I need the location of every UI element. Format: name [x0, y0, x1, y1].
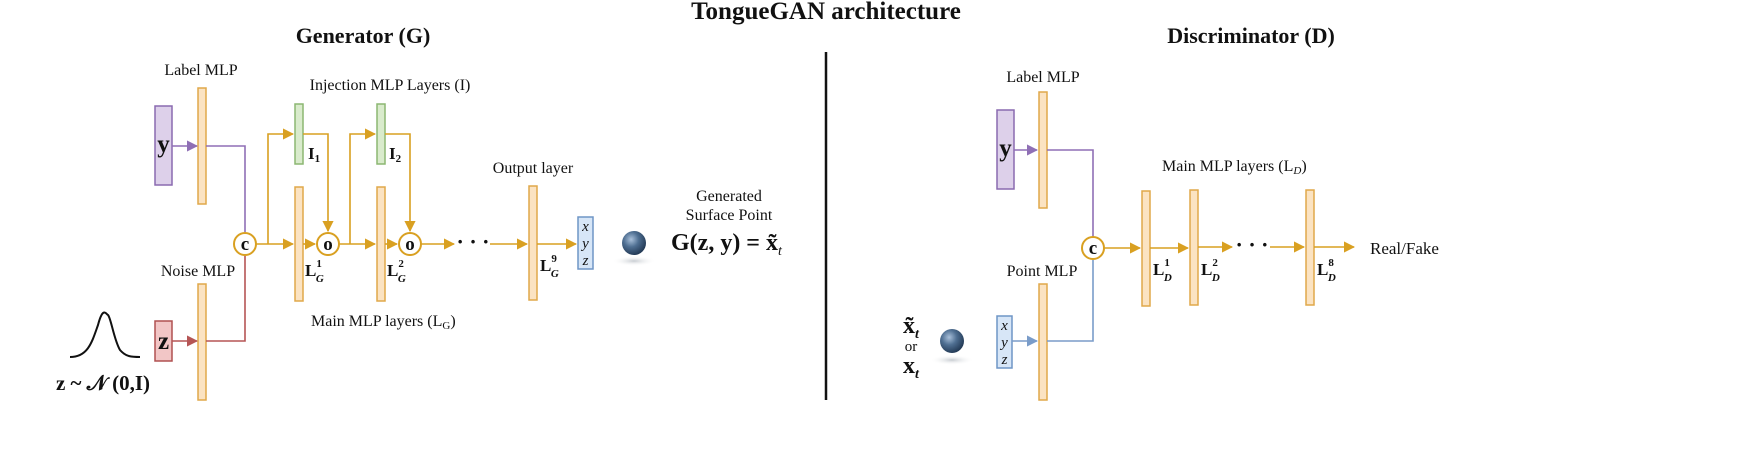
noise-distribution: z ~ 𝒩 (0,I): [56, 371, 150, 395]
disc-concat-label: c: [1089, 238, 1097, 259]
discriminator-section: Label MLP Point MLP Main MLP layers (LD)…: [903, 69, 1439, 401]
gen-noise-mlp-layer: [197, 283, 207, 401]
disc-input-real: xt: [903, 353, 920, 382]
gen-xyz-y: y: [580, 236, 589, 252]
gen-concat-label: c: [241, 234, 249, 255]
discriminator-heading: Discriminator (D): [1167, 23, 1335, 48]
gen-main-title: Main MLP layers (LG): [311, 313, 456, 332]
disc-label-mlp-caption: Label MLP: [1006, 69, 1079, 86]
gen-noise-mlp-caption: Noise MLP: [161, 263, 235, 280]
generated-point-sphere: [622, 231, 646, 255]
disc-main-layer-2: [1189, 189, 1199, 306]
disc-y-input: y: [999, 135, 1012, 162]
disc-point-mlp-caption: Point MLP: [1007, 263, 1078, 280]
disc-input-sphere: [940, 329, 964, 353]
gen-concat-to-i1: [267, 128, 295, 244]
injection-layer-1-label: I1: [308, 144, 320, 165]
injection-title: Injection MLP Layers (I): [310, 77, 471, 94]
gen-noise-to-concat: [206, 256, 246, 342]
disc-output-label: Real/Fake: [1370, 239, 1439, 258]
disc-xyz-z: z: [1001, 352, 1008, 368]
generator-heading: Generator (G): [296, 23, 431, 48]
disc-point-to-concat: [1047, 260, 1094, 342]
disc-main-title: Main MLP layers (LD): [1162, 158, 1307, 177]
generator-equation: G(z, y) = x̃t: [671, 230, 783, 259]
disc-main-layer-8: [1305, 189, 1315, 306]
gen-xyz-z: z: [582, 253, 589, 269]
gen-label-mlp-caption: Label MLP: [164, 62, 237, 79]
gen-main-layer-2: [376, 186, 386, 302]
gen-sphere-shadow: [612, 256, 656, 266]
gen-z-input: z: [158, 328, 169, 355]
generated-caption-line2: Surface Point: [686, 207, 773, 224]
disc-xyz-box: [996, 315, 1013, 369]
gen-xyz-box: [577, 216, 594, 270]
injection-layer-1: [294, 103, 304, 165]
disc-xyz-y: y: [999, 335, 1008, 351]
gaussian-curve: [69, 311, 141, 358]
disc-point-mlp-layer: [1038, 283, 1048, 401]
disc-input-fake: x̃t: [903, 313, 920, 342]
gen-y-input: y: [157, 131, 170, 158]
i1-to-op1: [303, 133, 334, 233]
gen-main-layer-1: [294, 186, 304, 302]
generator-section: Label MLP Noise MLP Injection MLP Layers…: [56, 62, 783, 401]
gen-ellipsis: · · ·: [456, 229, 489, 254]
disc-ellipsis: · · ·: [1235, 232, 1268, 257]
generated-caption-line1: Generated: [696, 188, 762, 205]
gen-output-layer: [528, 185, 538, 301]
injection-layer-2-label: I2: [389, 144, 402, 165]
gen-op-node-2-label: o: [405, 234, 415, 255]
disc-xyz-x: x: [1000, 318, 1008, 334]
gen-xyz-x: x: [581, 219, 589, 235]
gen-op-node-1-label: o: [323, 234, 333, 255]
diagram-title: TongueGAN architecture: [691, 0, 961, 25]
op1-to-i2: [349, 128, 377, 244]
disc-input-or: or: [905, 339, 918, 355]
disc-label-to-concat: [1047, 149, 1094, 237]
disc-label-mlp-layer: [1038, 91, 1048, 209]
i2-to-op2: [385, 133, 416, 233]
disc-sphere-shadow: [930, 355, 974, 365]
disc-main-layer-1: [1141, 190, 1151, 307]
injection-layer-2: [376, 103, 386, 165]
gen-label-to-concat: [206, 145, 246, 232]
output-layer-caption: Output layer: [493, 160, 574, 177]
gen-label-mlp-layer: [197, 87, 207, 205]
